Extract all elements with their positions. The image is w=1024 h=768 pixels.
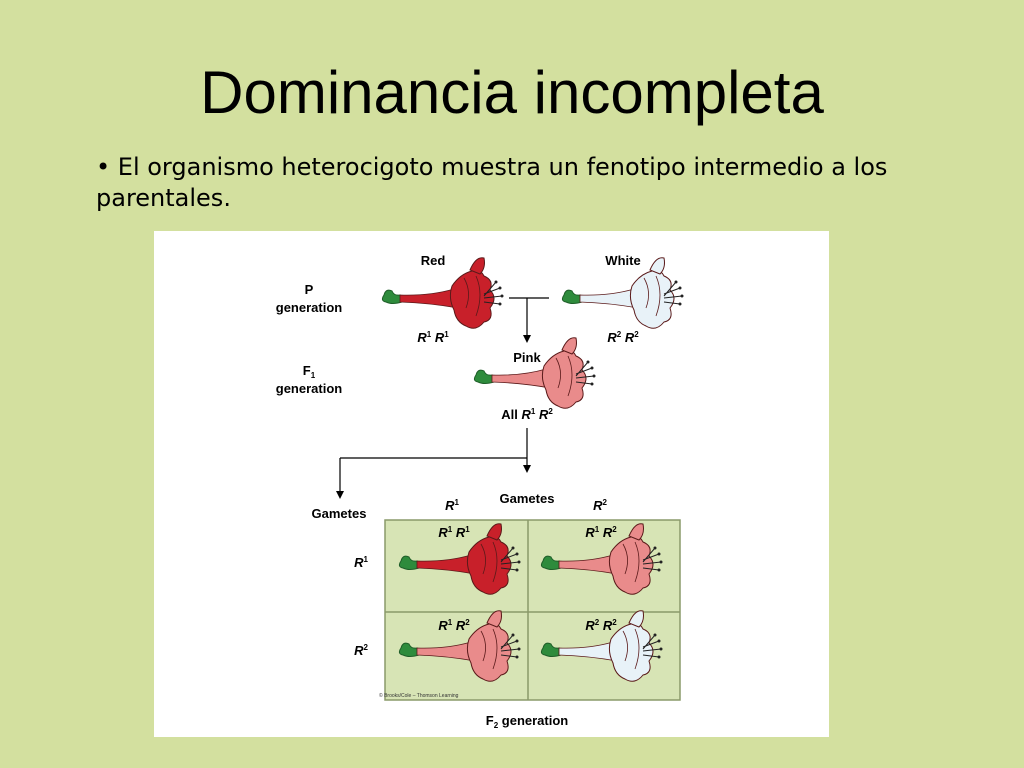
- parent2-genotype: R2 R2: [607, 330, 639, 345]
- bullet-text: • El organismo heterocigoto muestra un f…: [96, 153, 888, 212]
- punnett-cell-2: R1 R2: [540, 523, 663, 595]
- cell1-genotype: R1 R1: [438, 525, 470, 540]
- f1-phenotype: Pink: [513, 350, 541, 365]
- arrow-head-left: [336, 491, 344, 499]
- punnett-cell-3: R1 R2: [398, 610, 521, 682]
- gamete-col1: R1: [445, 498, 459, 513]
- punnett-cell-1: R1 R1: [398, 523, 521, 595]
- gametes-top-label: Gametes: [500, 491, 555, 506]
- cell2-genotype: R1 R2: [585, 525, 617, 540]
- gametes-left-label: Gametes: [312, 506, 367, 521]
- f1-genotype: All R1 R2: [501, 407, 553, 422]
- red-flower: [381, 257, 504, 329]
- f2-generation-label: F2 generation: [486, 713, 569, 730]
- gamete-row2: R2: [354, 643, 368, 658]
- white-flower: [561, 257, 684, 329]
- parent1-genotype: R1 R1: [417, 330, 449, 345]
- gamete-row1: R1: [354, 555, 368, 570]
- slide-title: Dominancia incompleta: [200, 59, 824, 126]
- cell3-genotype: R1 R2: [438, 618, 470, 633]
- punnett-cell-4: R2 R2: [540, 610, 663, 682]
- arrow-head-top: [523, 465, 531, 473]
- pink-f1-flower: [473, 337, 596, 409]
- p-generation-label: P: [305, 282, 314, 297]
- parent2-phenotype: White: [605, 253, 640, 268]
- copyright-credit: © Brooks/Cole – Thomson Learning: [379, 692, 459, 699]
- cross-diagram: P generation Red White R1 R1 R2 R2 Pink …: [276, 253, 684, 730]
- f1-generation-label: F1: [303, 363, 316, 380]
- p-generation-label-2: generation: [276, 300, 343, 315]
- genetics-figure: P generation Red White R1 R1 R2 R2 Pink …: [154, 231, 829, 737]
- cell4-genotype: R2 R2: [585, 618, 617, 633]
- f1-generation-label-2: generation: [276, 381, 343, 396]
- parent1-phenotype: Red: [421, 253, 446, 268]
- arrow-head-f1: [523, 335, 531, 343]
- gamete-col2: R2: [593, 498, 607, 513]
